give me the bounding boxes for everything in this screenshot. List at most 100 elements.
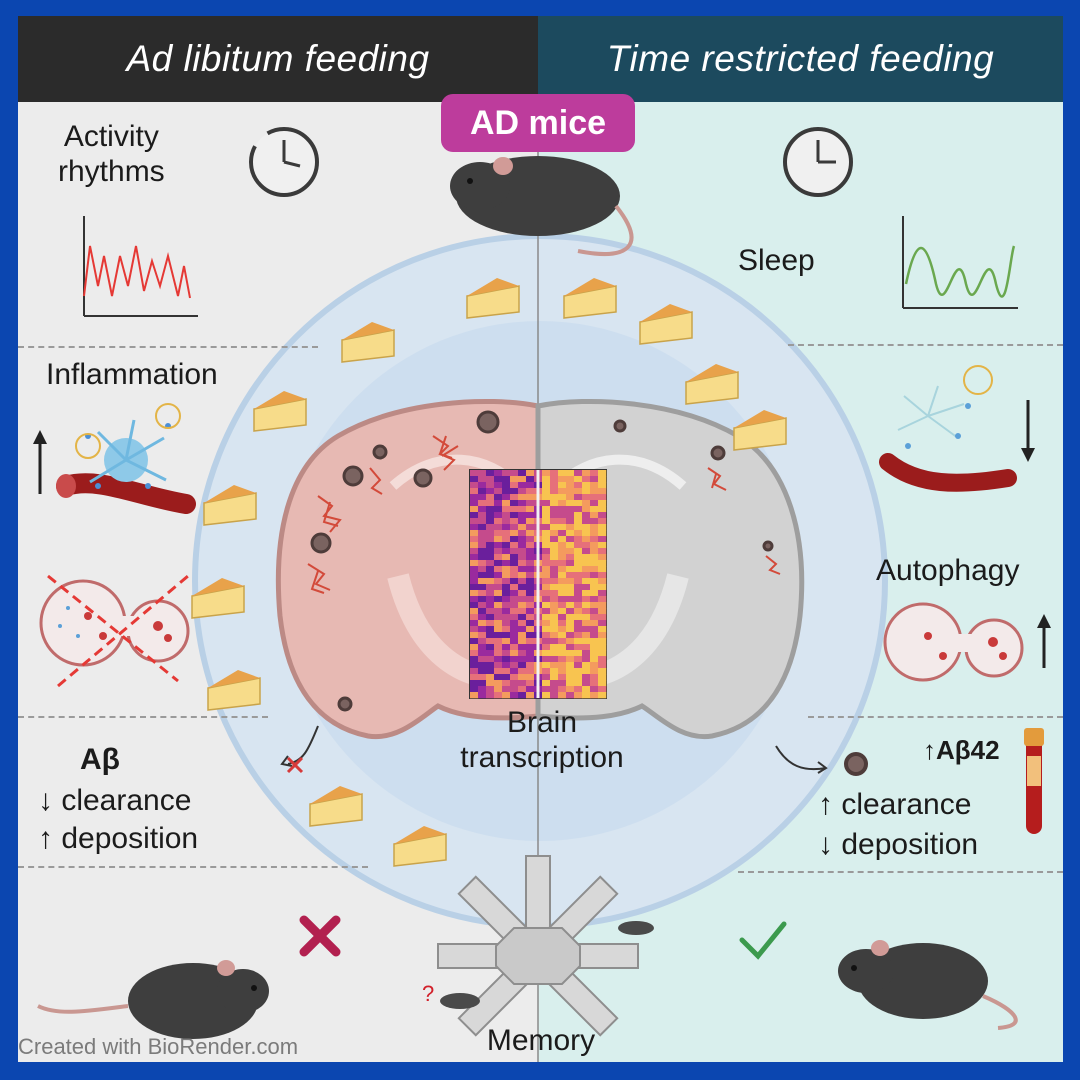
heatmap-cell [598, 512, 607, 519]
heatmap-cell [494, 644, 503, 651]
heatmap-cell [526, 518, 535, 525]
heatmap-cell [542, 506, 551, 513]
heatmap-cell [598, 680, 607, 687]
heatmap-cell [566, 590, 575, 597]
heatmap-cell [510, 614, 519, 621]
heatmap-cell [550, 650, 559, 657]
heatmap-cell [558, 686, 567, 693]
heatmap-cell [582, 566, 591, 573]
heatmap-cell [502, 584, 511, 591]
label-abeta42: ↑Aβ42 [923, 735, 1000, 765]
heatmap-cell [550, 668, 559, 675]
heatmap-cell [486, 548, 495, 555]
heatmap-cell [566, 500, 575, 507]
heatmap-cell [486, 686, 495, 693]
heatmap-cell [486, 608, 495, 615]
heatmap-cell [598, 572, 607, 579]
heatmap-cell [526, 494, 535, 501]
heatmap-cell [486, 500, 495, 507]
heatmap-cell [494, 536, 503, 543]
heatmap-cell [558, 566, 567, 573]
heatmap-cell [526, 596, 535, 603]
heatmap-cell [590, 536, 599, 543]
heatmap-cell [478, 632, 487, 639]
left-mouse-icon [37, 960, 269, 1039]
heatmap-cell [574, 680, 583, 687]
right-mouse-icon [838, 940, 1018, 1030]
heatmap-cell [502, 590, 511, 597]
heatmap-cell [566, 692, 575, 699]
label-clearance-right: ↑ clearance [818, 788, 972, 821]
heatmap-cell [598, 644, 607, 651]
heatmap-cell [558, 608, 567, 615]
heatmap-cell [598, 560, 607, 567]
heatmap-cell [518, 500, 527, 507]
heatmap-cell [590, 644, 599, 651]
heatmap-cell [478, 590, 487, 597]
heatmap-cell [494, 500, 503, 507]
heatmap-cell [518, 494, 527, 501]
heatmap-cell [478, 500, 487, 507]
heatmap-cell [494, 530, 503, 537]
heatmap-cell [526, 680, 535, 687]
heatmap-cell [574, 530, 583, 537]
heatmap-cell [526, 536, 535, 543]
heatmap-cell [598, 668, 607, 675]
microglia-right [707, 467, 781, 575]
heatmap-cell [478, 644, 487, 651]
heatmap-cell [598, 656, 607, 663]
heatmap-cell [486, 638, 495, 645]
heatmap-cell [526, 632, 535, 639]
heatmap-cell [470, 554, 479, 561]
heatmap-cell [478, 488, 487, 495]
heatmap-cell [590, 662, 599, 669]
heatmap-cell [574, 596, 583, 603]
heatmap-cell [598, 500, 607, 507]
heatmap-cell [582, 536, 591, 543]
heatmap-cell [478, 494, 487, 501]
heatmap-cell [510, 512, 519, 519]
heatmap-cell [526, 638, 535, 645]
heatmap-cell [494, 686, 503, 693]
heatmap-cell [550, 500, 559, 507]
heatmap-cell [590, 668, 599, 675]
heatmap-cell [566, 680, 575, 687]
heatmap-cell [510, 644, 519, 651]
heatmap-cell [470, 614, 479, 621]
heatmap-cell [582, 470, 591, 477]
heatmap-cell [518, 536, 527, 543]
separator-left-3 [18, 866, 368, 868]
heatmap-cell [550, 578, 559, 585]
heatmap-cell [598, 488, 607, 495]
heatmap-cell [550, 488, 559, 495]
heatmap-cell [470, 560, 479, 567]
heatmap-cell [566, 488, 575, 495]
heatmap-cell [478, 662, 487, 669]
heatmap-cell [574, 650, 583, 657]
heatmap-cell [582, 662, 591, 669]
heatmap-cell [486, 584, 495, 591]
heatmap-cell [494, 656, 503, 663]
heatmap-cell [566, 608, 575, 615]
heatmap-cell [526, 692, 535, 699]
heatmap-cell [590, 530, 599, 537]
heatmap-cell [470, 548, 479, 555]
heatmap-cell [542, 518, 551, 525]
cheese-icon [466, 278, 520, 319]
heatmap-cell [558, 650, 567, 657]
heatmap-cell [566, 572, 575, 579]
plaque-icon-right [844, 752, 868, 776]
cross-icon [299, 915, 341, 957]
heatmap-cell [566, 518, 575, 525]
heatmap-cell [510, 536, 519, 543]
heatmap-cell [478, 650, 487, 657]
heatmap-cell [582, 524, 591, 531]
heatmap-cell [558, 500, 567, 507]
label-abeta: Aβ [80, 743, 120, 776]
heatmap-cell [510, 506, 519, 513]
heatmap-cell [574, 524, 583, 531]
separator-left-1 [18, 346, 318, 348]
heatmap-cell [478, 542, 487, 549]
cheese-icon [563, 278, 617, 319]
heatmap-cell [590, 476, 599, 483]
